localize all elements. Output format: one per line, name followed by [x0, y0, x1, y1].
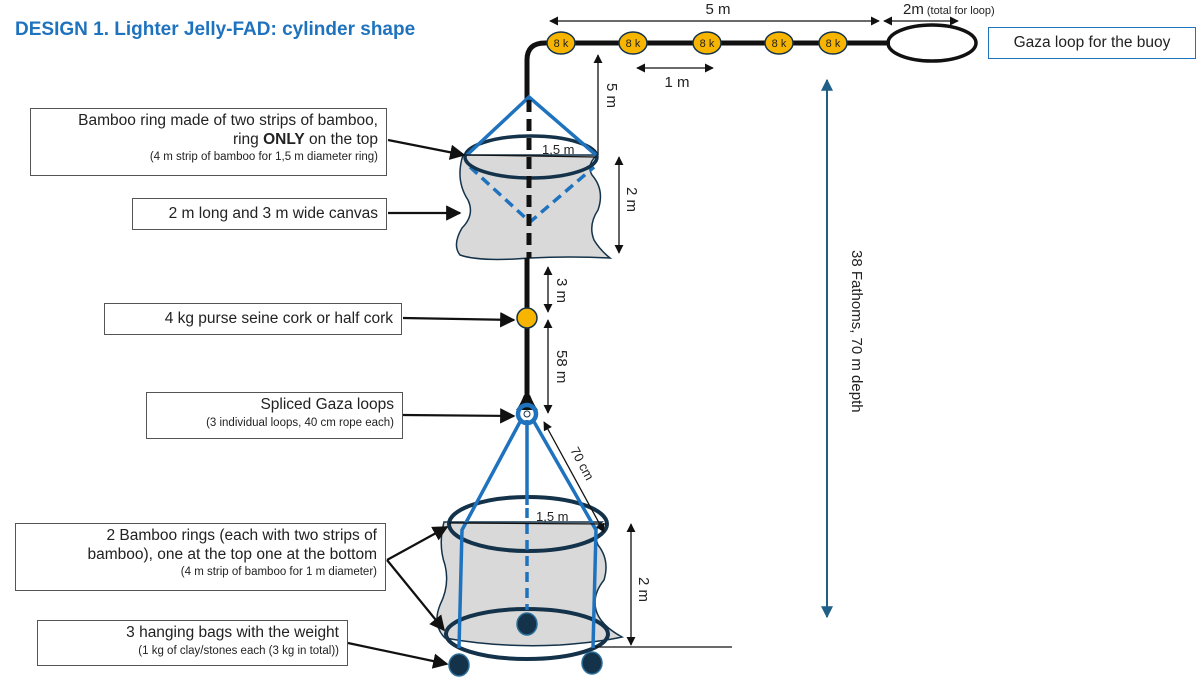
top-bridle [465, 94, 598, 157]
canvas-to-cork-text: 3 m [553, 278, 570, 303]
weight-bag-left [448, 653, 470, 677]
float-4 [764, 31, 794, 55]
bottom-rings-callout-arrow-top [386, 526, 449, 561]
float-2 [618, 31, 648, 55]
float-label-4: 8 k [772, 38, 787, 50]
bags-label: 3 hanging bags with the weight (1 kg of … [37, 620, 348, 666]
bags-label-sub: (1 kg of clay/stones each (3 kg in total… [138, 644, 339, 657]
top-ring-label-line2-pre: ring [232, 130, 264, 148]
float-label-1: 8 k [554, 38, 569, 50]
float-line-dimension-text: 5 m [705, 1, 730, 18]
bags-label-main: 3 hanging bags with the weight [126, 624, 339, 641]
top-ring-label-sub: (4 m strip of bamboo for 1,5 m diameter … [149, 151, 378, 164]
main-rope-top [524, 40, 890, 100]
gaza-loops-callout-arrow [402, 408, 516, 424]
gaza-loops-label-sub: (3 individual loops, 40 cm rope each) [206, 416, 394, 429]
weight-bag-right [581, 651, 603, 675]
bottom-rings-label: 2 Bamboo rings (each with two strips of … [15, 523, 386, 591]
top-ring-label-line2-post: on the top [304, 130, 378, 148]
cork-callout-arrow [402, 312, 516, 328]
bottom-rings-label-line1: 2 Bamboo rings (each with two strips of [106, 527, 377, 544]
buoy-loop [886, 23, 978, 63]
float-spacing-dimension-text: 1 m [664, 74, 689, 91]
loop-rope-text: 70 cm [567, 444, 597, 482]
float-1 [546, 31, 576, 55]
float-label-5: 8 k [826, 38, 841, 50]
float-label-2: 8 k [626, 38, 641, 50]
floats-group: 8 k 8 k 8 k 8 k 8 k [546, 31, 848, 55]
loop-rope-dimension [543, 421, 605, 533]
depth-text: 38 Fathoms, 70 m depth [848, 250, 865, 413]
buoy-loop-label: Gaza loop for the buoy [988, 27, 1196, 59]
float-label-3: 8 k [700, 38, 715, 50]
top-canvas [455, 154, 613, 261]
top-ring-diameter-text: 1,5 m [542, 142, 575, 157]
cork-float [516, 307, 538, 329]
bottom-ring-diameter-text: 1,5 m [536, 509, 569, 524]
diagram-title: DESIGN 1. Lighter Jelly-FAD: cylinder sh… [15, 19, 416, 40]
top-ring-label-line1: Bamboo ring made of two strips of bamboo… [78, 112, 378, 129]
gaza-loop-eye [523, 410, 531, 418]
cork-to-loops-text: 58 m [553, 350, 570, 383]
bottom-cylinder-height-text: 2 m [635, 577, 652, 602]
loop-dimension-text: 2m(total for loop) [903, 1, 995, 18]
cork-label-text: 4 kg purse seine cork or half cork [164, 310, 393, 327]
top-ring-label: Bamboo ring made of two strips of bamboo… [30, 108, 387, 176]
top-ring-diameter-line [465, 154, 597, 158]
top-ring-callout-arrow [387, 138, 466, 160]
gaza-loops-label: Spliced Gaza loops (3 individual loops, … [146, 392, 403, 439]
float-5 [818, 31, 848, 55]
bridle-left [457, 419, 523, 649]
weight-bag-center [516, 612, 538, 636]
gaza-loops-label-main: Spliced Gaza loops [260, 396, 394, 413]
bottom-rings-callout-arrow-bottom [386, 559, 445, 632]
cork-label: 4 kg purse seine cork or half cork [104, 303, 402, 335]
float-3 [692, 31, 722, 55]
top-ring-label-only: ONLY [263, 130, 305, 148]
bottom-rings-label-line2: bamboo), one at the top one at the botto… [87, 545, 377, 563]
canvas-label-text: 2 m long and 3 m wide canvas [168, 205, 378, 222]
top-drop-dimension-text: 5 m [603, 83, 620, 108]
bags-callout-arrow [347, 641, 449, 669]
bottom-rings-label-sub: (4 m strip of bamboo for 1 m diameter) [180, 566, 377, 579]
canvas-label: 2 m long and 3 m wide canvas [132, 198, 387, 230]
top-canvas-height-text: 2 m [623, 187, 640, 212]
